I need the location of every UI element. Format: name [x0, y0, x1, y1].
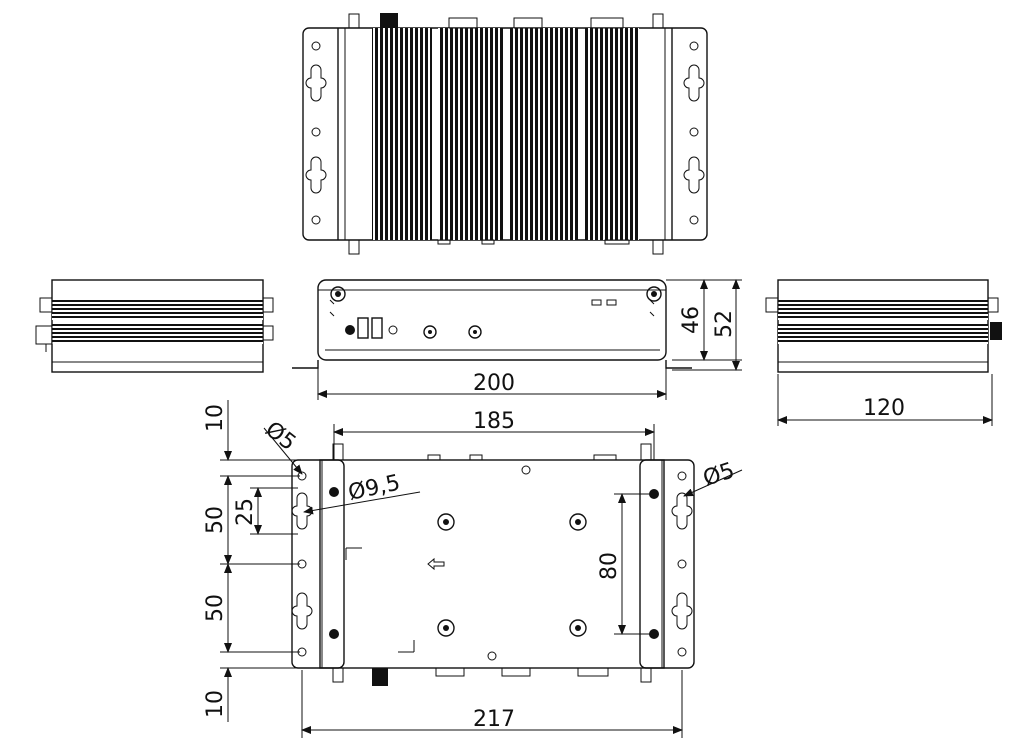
left-side-view	[35, 279, 274, 373]
dim-200: 200	[473, 371, 515, 396]
dim-dia9-5: Ø9,5	[346, 471, 402, 506]
dimension-labels: 200 46 52 120 185 217 Ø5 Ø5 Ø9,5 80 10 5…	[203, 306, 905, 732]
dim-10-top: 10	[203, 404, 228, 432]
side-dims	[777, 374, 993, 426]
dim-25: 25	[233, 498, 258, 526]
dim-217: 217	[473, 707, 515, 732]
dim-dia5-right: Ø5	[700, 458, 738, 491]
dim-120: 120	[863, 396, 905, 421]
front-dims	[317, 279, 742, 400]
top-view	[302, 13, 708, 255]
dim-dia5-left: Ø5	[260, 417, 300, 456]
dim-80: 80	[597, 552, 622, 580]
dim-46: 46	[679, 306, 704, 334]
dim-10-bottom: 10	[203, 690, 228, 718]
dim-50-a: 50	[203, 506, 228, 534]
dim-50-b: 50	[203, 594, 228, 622]
dim-52: 52	[712, 310, 737, 338]
right-side-view	[765, 279, 1002, 373]
bottom-dims	[220, 400, 743, 738]
dim-185: 185	[473, 409, 515, 434]
front-view	[292, 279, 692, 369]
